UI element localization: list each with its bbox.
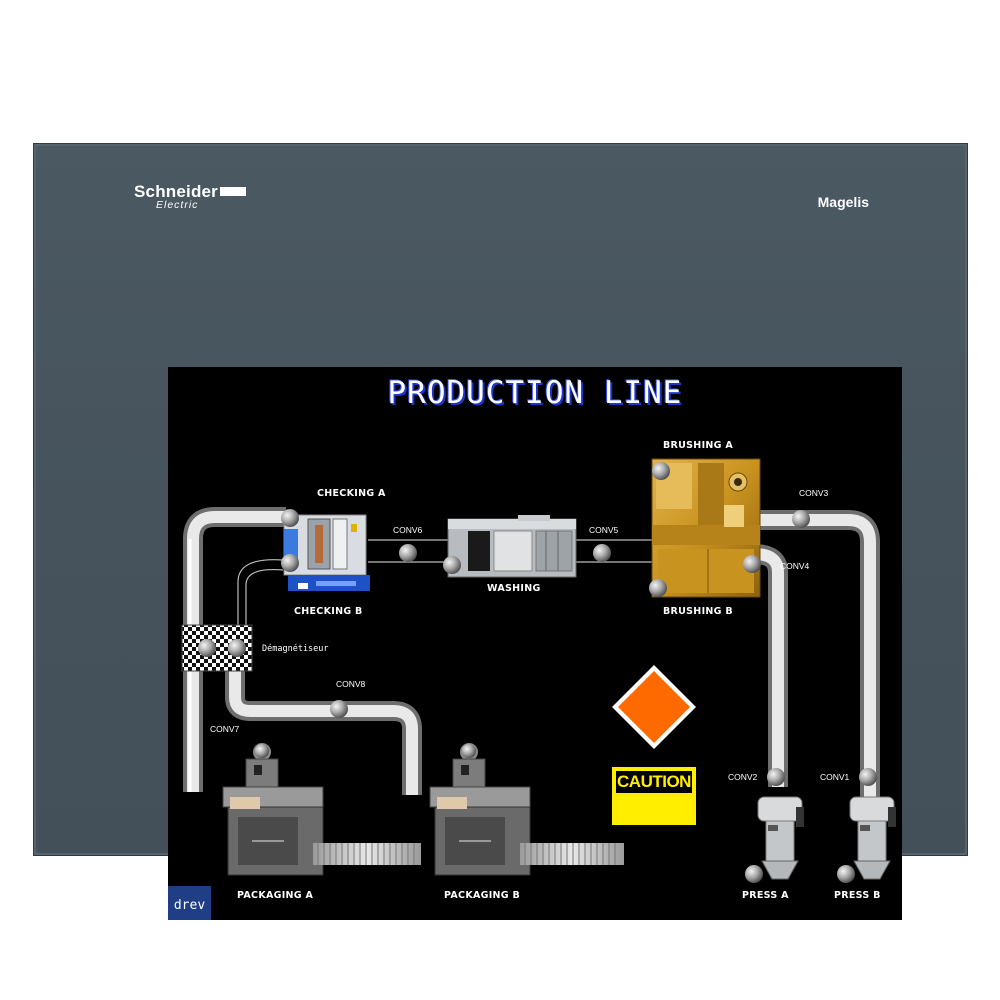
conv8-pipe [225,660,422,795]
label-conv6[interactable]: CONV6 [393,525,423,535]
packaging-a-machine [222,743,421,876]
label-conv7[interactable]: CONV7 [210,724,240,734]
label-conv1[interactable]: CONV1 [820,772,850,782]
warning-diamond-icon [612,665,696,749]
label-checking-b[interactable]: CHECKING B [294,606,363,617]
hmi-bezel: Schneider Electric Magelis [33,143,968,920]
label-conv3[interactable]: CONV3 [799,488,829,498]
model-name: Magelis [817,194,869,210]
label-brushing-b[interactable]: BRUSHING B [663,606,733,617]
label-press-a[interactable]: PRESS A [742,890,789,901]
label-conv2[interactable]: CONV2 [728,772,758,782]
caution-sign-band [616,771,692,793]
label-washing[interactable]: WASHING [487,583,541,594]
brand-bar-icon [220,187,246,196]
caution-sign-text: CAUTION [617,772,691,791]
checking-station [283,514,370,591]
drev-logo: drev [168,886,211,920]
label-packaging-a[interactable]: PACKAGING A [237,890,314,901]
label-conv5[interactable]: CONV5 [589,525,619,535]
press-a-machine [757,796,804,880]
production-line-diagram [181,458,896,883]
label-checking-a[interactable]: CHECKING A [317,488,386,499]
packaging-b-machine [429,743,624,876]
label-brushing-a[interactable]: BRUSHING A [663,440,734,451]
label-conv8[interactable]: CONV8 [336,679,366,689]
rail-lines [237,539,653,632]
hmi-screen: PRODUCTION LINE CHECKING A CHECKING B WA… [168,367,902,920]
label-press-b[interactable]: PRESS B [834,890,881,901]
brand-sub: Electric [156,199,199,211]
conv3-pipe [760,510,880,797]
screen-title: PRODUCTION LINE [387,375,683,411]
brand-name: Schneider [134,182,218,201]
brushing-station [651,458,761,598]
label-packaging-b[interactable]: PACKAGING B [444,890,521,901]
brand-logo: Schneider Electric [134,182,246,211]
washing-station [447,515,577,578]
label-demagnetiseur[interactable]: Démagnétiseur [262,644,329,654]
sensor-balls [198,462,877,883]
press-b-machine [849,796,896,880]
label-conv4[interactable]: CONV4 [780,561,810,571]
